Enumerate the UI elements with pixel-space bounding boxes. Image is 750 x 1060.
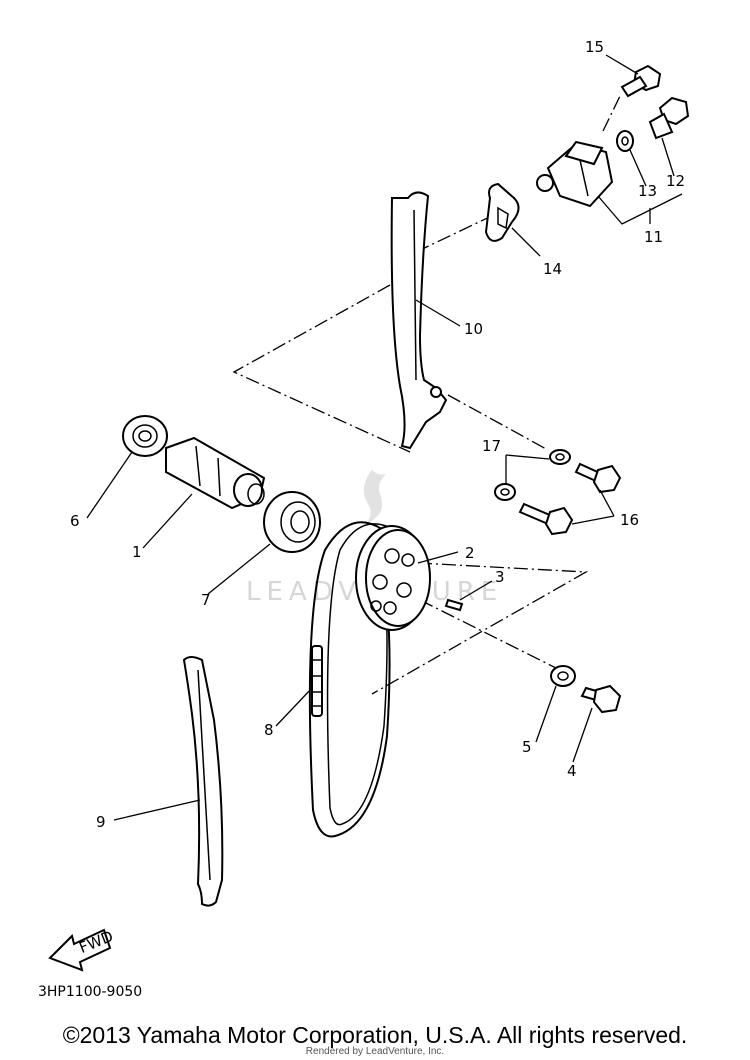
part-6-bearing	[122, 415, 168, 457]
part-3-pin	[444, 598, 464, 612]
callout-10: 10	[464, 320, 483, 338]
part-9-chain-guide	[182, 656, 224, 907]
diagram-code: 3HP1100-9050	[38, 984, 142, 1000]
part-11-tensioner-assembly	[536, 140, 614, 208]
part-10-chain-guide	[390, 191, 448, 450]
callout-7: 7	[201, 591, 211, 609]
callout-11: 11	[644, 228, 663, 246]
part-17-washers	[494, 449, 571, 501]
copyright-notice: ©2013 Yamaha Motor Corporation, U.S.A. A…	[62, 1022, 688, 1048]
fwd-arrow: FWD	[48, 927, 116, 972]
callout-15: 15	[585, 38, 604, 56]
callout-6: 6	[70, 512, 80, 530]
leader-lines	[86, 54, 683, 821]
callout-13: 13	[638, 182, 657, 200]
callout-4: 4	[567, 762, 577, 780]
part-13-gasket	[616, 130, 634, 152]
part-2-cam-sprocket	[355, 525, 431, 631]
assembly-lines	[232, 95, 621, 695]
callout-17: 17	[482, 437, 501, 455]
part-5-washer	[550, 665, 576, 687]
callout-1: 1	[132, 543, 142, 561]
part-16-bolts	[518, 462, 622, 536]
part-1-camshaft	[165, 436, 266, 510]
callout-8: 8	[264, 721, 274, 739]
callout-3: 3	[495, 568, 505, 586]
part-12-plug-bolt	[648, 96, 690, 140]
callout-9: 9	[96, 813, 106, 831]
rendered-by-note: Rendered by LeadVenture, Inc.	[305, 1046, 445, 1057]
callout-5: 5	[522, 738, 532, 756]
part-4-bolt	[580, 684, 622, 714]
callout-14: 14	[543, 260, 562, 278]
callout-2: 2	[465, 544, 475, 562]
part-14-gasket	[484, 182, 520, 242]
callout-12: 12	[666, 172, 685, 190]
part-15-bolt	[620, 64, 662, 98]
part-7-bearing	[263, 491, 321, 553]
part-8-cam-chain	[308, 521, 405, 838]
callout-16: 16	[620, 511, 639, 529]
callout-numbers: 2 3 4 5 6 1 7 8 9 10 11 12 13 14 15 16 1…	[70, 38, 685, 831]
